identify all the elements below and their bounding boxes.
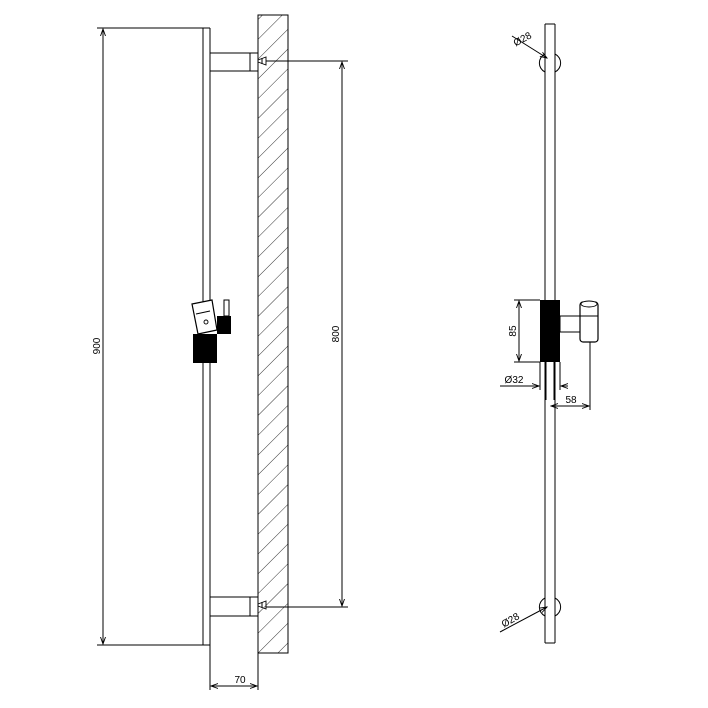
dim-label-bottom-diameter: Ø28 [500,611,522,630]
dimension-holder-depth: 58 [551,342,591,410]
top-bracket [209,52,267,72]
wall-section [257,14,289,654]
front-shower-holder [540,300,599,362]
front-view: Ø28 Ø28 85 Ø32 [499,23,599,644]
front-bottom-bracket [538,597,562,617]
rail-bar [202,27,211,646]
dimension-holder-height: 85 [508,299,540,363]
dimension-bottom-bracket-diameter: Ø28 [499,607,547,633]
dim-label-900: 900 [92,337,103,354]
shower-holder [191,299,231,363]
dimension-wall-offset: 70 [209,645,259,690]
dim-label-32: Ø32 [505,375,524,386]
bottom-bracket [209,596,267,617]
dim-label-800: 800 [331,325,342,342]
dimension-bar-diameter: Ø32 [500,362,568,400]
dimension-total-height: 900 [92,27,203,646]
dimension-top-bracket-diameter: Ø28 [511,30,547,58]
side-view: 900 800 70 [92,14,348,690]
dim-label-70: 70 [234,675,246,686]
dim-label-85: 85 [508,325,519,337]
dim-label-top-diameter: Ø28 [512,30,534,49]
dim-label-58: 58 [565,395,577,406]
front-top-bracket [538,53,562,73]
dimension-mount-spacing: 800 [266,60,348,608]
